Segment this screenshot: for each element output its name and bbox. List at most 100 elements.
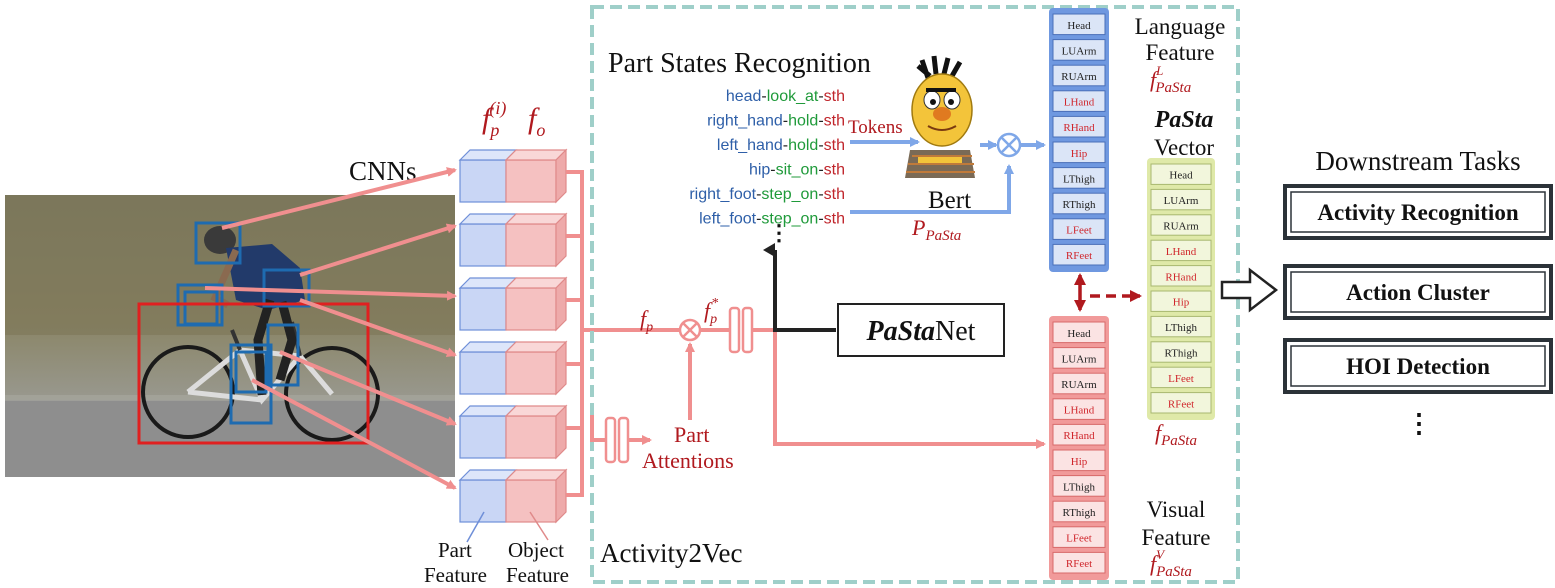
svg-text:Part: Part [438,538,472,562]
pastanet-label: PaStaNet [866,316,976,347]
svg-text:RThigh: RThigh [1165,348,1198,360]
svg-text:fp(i): fp(i) [482,98,506,140]
feature-cube [458,276,568,332]
feature-cubes [458,148,568,524]
fp-star-label: fp* [704,296,718,327]
part-attentions-label-1: Part [674,422,709,447]
visual-part-cell: Hip [1052,449,1106,472]
language-part-cell: LFeet [1052,218,1106,240]
visual-part-cell: LThigh [1052,475,1106,497]
bert-label: Bert [928,187,971,214]
visual-feature-label-1: Visual [1147,497,1206,522]
pasta-part-cell: LUArm [1150,188,1212,211]
fusion-arrows [1074,273,1142,312]
visual-part-cell: RThigh [1052,500,1106,523]
svg-text:LHand: LHand [1064,97,1095,109]
language-part-cell: RHand [1052,115,1106,138]
svg-text:RFeet: RFeet [1066,558,1092,570]
part-states-list: head-look_at-sthright_hand-hold-sthleft_… [689,88,845,228]
svg-text:RFeet: RFeet [1168,398,1194,410]
language-part-cell: RThigh [1052,192,1106,215]
svg-text:RHand: RHand [1063,430,1095,442]
svg-text:RUArm: RUArm [1061,379,1097,391]
svg-text:LUArm: LUArm [1164,195,1199,207]
fc-layer-icon [728,306,754,354]
feature-cube [458,468,568,524]
pastanet-arrow [763,243,836,332]
pasta-part-cell: LFeet [1150,366,1212,389]
part-states-title: Part States Recognition [608,48,871,79]
svg-text:fo: fo [528,102,545,140]
pasta-part-cell: Hip [1150,290,1212,312]
svg-text:RFeet: RFeet [1066,250,1092,262]
svg-text:Hip: Hip [1173,297,1190,309]
svg-text:RUArm: RUArm [1061,71,1097,83]
downstream-task-box: Action Cluster [1283,264,1553,320]
svg-text:RThigh: RThigh [1063,199,1096,211]
visual-feature-label-2: Feature [1142,525,1211,550]
part-attentions-label-2: Attentions [642,448,734,473]
svg-text:RUArm: RUArm [1163,221,1199,233]
pasta-part-cell: LHand [1150,239,1212,262]
attention-product-icon [678,318,702,342]
svg-text:Activity Recognition: Activity Recognition [1317,200,1518,225]
downstream-ellipsis: ⋮ [1406,409,1432,438]
language-part-cell: Hip [1052,141,1106,164]
part-state-item: left_hand-hold-sth [717,137,845,154]
svg-text:Action Cluster: Action Cluster [1346,280,1490,305]
svg-text:Hip: Hip [1071,148,1088,160]
pasta-part-cell: Head [1150,163,1212,185]
svg-text:LUArm: LUArm [1062,353,1097,365]
language-part-cell: RFeet [1052,243,1106,266]
svg-text:Feature: Feature [506,563,569,587]
cnn-arrows [204,167,457,490]
svg-text:LThigh: LThigh [1063,481,1095,493]
language-product-icon [996,132,1022,158]
downstream-arrow-icon [1220,267,1279,313]
pastanet-box [837,303,1005,357]
visual-part-cell: Head [1052,321,1106,344]
part-state-item: right_hand-hold-sth [707,113,845,130]
visual-part-cell: LUArm [1052,347,1106,369]
cube-legend: Part Feature Object Feature [424,511,569,587]
fp-label: fp [640,306,653,335]
svg-text:HOI Detection: HOI Detection [1346,354,1490,379]
svg-text:RHand: RHand [1165,271,1197,283]
feature-cube [458,148,568,204]
pasta-vector-label-1: PaSta [1154,107,1214,133]
attention-layer-icon [604,416,630,464]
language-feature-label-2: Feature [1146,40,1215,65]
language-part-cell: Head [1052,13,1106,36]
svg-text:Head: Head [1067,20,1091,32]
svg-text:LHand: LHand [1166,246,1197,258]
part-states-ellipsis: ⋮ [768,220,790,245]
pasta-part-cell: RFeet [1150,392,1212,414]
svg-text:Object: Object [508,538,564,562]
feature-symbols: fp(i) fo [482,98,545,140]
feature-cube [458,340,568,396]
tokens-label: Tokens [848,117,903,138]
part-state-item: hip-sit_on-sth [749,162,845,179]
svg-text:LThigh: LThigh [1063,173,1095,185]
pasta-part-cell: RThigh [1150,341,1212,363]
svg-text:RHand: RHand [1063,122,1095,134]
language-feature-label-1: Language [1135,14,1226,39]
activity2vec-label: Activity2Vec [600,538,742,568]
p-pasta-path [850,164,1014,214]
svg-text:Feature: Feature [424,563,487,587]
downstream-title: Downstream Tasks [1315,146,1520,176]
pasta-vector-label-2: Vector [1154,135,1214,160]
visual-part-cell: RUArm [1052,372,1106,395]
svg-text:LFeet: LFeet [1066,225,1092,237]
part-state-item: right_foot-step_on-sth [689,186,845,203]
language-feature-column: HeadLUArmRUArmLHandRHandHipLThighRThighL… [1049,8,1109,272]
svg-text:Hip: Hip [1071,456,1088,468]
pasta-vector-column: HeadLUArmRUArmLHandRHandHipLThighRThighL… [1147,158,1215,420]
visual-feature-column: HeadLUArmRUArmLHandRHandHipLThighRThighL… [1049,316,1109,580]
svg-text:Head: Head [1169,170,1193,182]
svg-text:RThigh: RThigh [1063,507,1096,519]
